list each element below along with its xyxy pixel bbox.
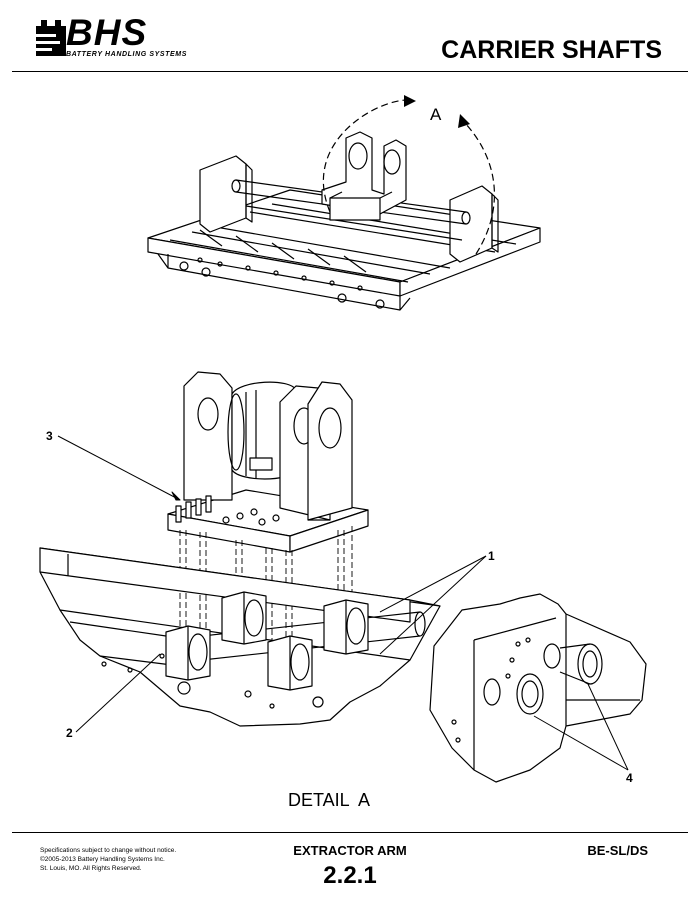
- logo-wordmark: BHS: [66, 12, 148, 53]
- page-title: CARRIER SHAFTS: [441, 36, 662, 64]
- detail-end-plate-section: [429, 593, 647, 783]
- detail-frame-section: [39, 547, 441, 727]
- footer-divider: [12, 832, 688, 833]
- callout-4: 4: [626, 771, 633, 785]
- section-name: EXTRACTOR ARM: [293, 843, 407, 858]
- technical-drawing: A: [39, 95, 647, 810]
- callout-3: 3: [46, 429, 53, 443]
- footer-note-line: ©2005-2013 Battery Handling Systems Inc.: [40, 856, 165, 863]
- footer-note-line: St. Louis, MO. All Rights Reserved.: [40, 865, 142, 872]
- callout-leaders: [57, 435, 629, 771]
- document-code: BE-SL/DS: [587, 843, 648, 858]
- section-number: 2.2.1: [323, 862, 377, 889]
- detail-caption: DETAIL A: [288, 790, 370, 810]
- detail-carrier-assembly: [167, 371, 369, 640]
- bhs-logo: [30, 20, 66, 56]
- header-divider: [12, 71, 688, 72]
- overall-assembly-view: [147, 95, 541, 311]
- callout-2: 2: [66, 726, 73, 740]
- view-label-a: A: [430, 105, 442, 124]
- logo-tagline: BATTERY HANDLING SYSTEMS: [66, 51, 187, 58]
- footer-notes: Specifications subject to change without…: [40, 846, 176, 873]
- footer-note-line: Specifications subject to change without…: [40, 847, 177, 854]
- callout-1: 1: [488, 549, 495, 563]
